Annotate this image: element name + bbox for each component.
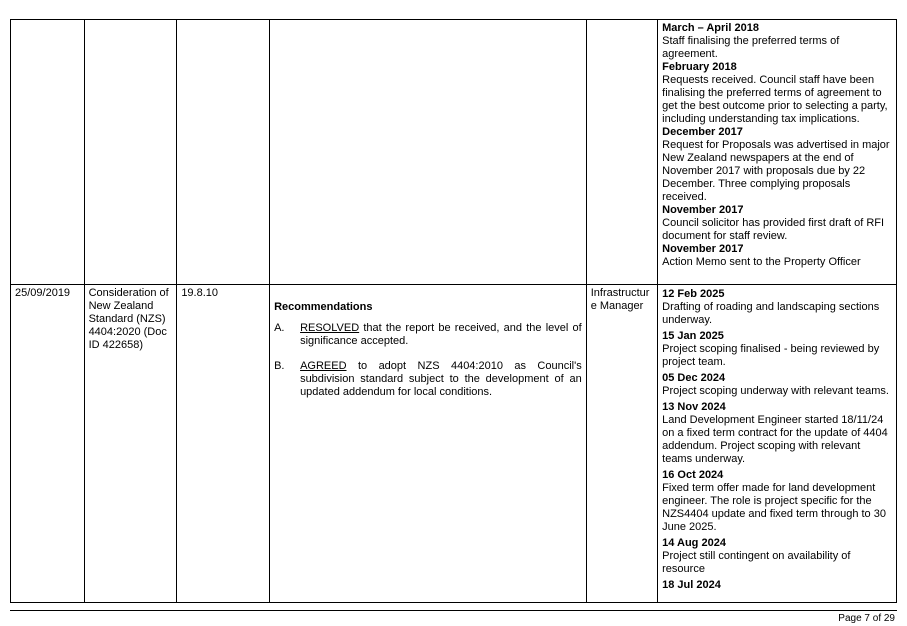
update-date: 15 Jan 2025	[662, 330, 724, 342]
rec-letter: A.	[274, 322, 285, 334]
officer-cell	[585, 19, 659, 285]
update-date: 16 Oct 2024	[662, 469, 724, 481]
update-date: December 2017	[662, 126, 743, 138]
rec-keyword: AGREED	[300, 360, 347, 372]
update-text: Requests received. Council staff have be…	[662, 74, 888, 125]
rec-letter: B.	[274, 360, 285, 372]
table-row: 25/09/2019 Consideration of New Zealand …	[10, 284, 897, 603]
progress-cell: March – April 2018 Staff finalising the …	[657, 19, 897, 285]
officer-cell: Infrastructure Manager	[585, 284, 659, 603]
update-date: 12 Feb 2025	[662, 288, 725, 300]
resolution-cell	[269, 19, 587, 285]
update-date: 18 Jul 2024	[662, 579, 721, 591]
update-text: Project scoping finalised - being review…	[662, 343, 880, 368]
page-number: Page 7 of 29	[838, 613, 895, 624]
footer-divider	[10, 610, 897, 611]
subject-cell	[83, 19, 178, 285]
update-date: February 2018	[662, 61, 737, 73]
update-date: 13 Nov 2024	[662, 401, 726, 413]
table-row: March – April 2018 Staff finalising the …	[10, 19, 897, 285]
update-text: Request for Proposals was advertised in …	[662, 139, 890, 203]
resolution-table: March – April 2018 Staff finalising the …	[10, 19, 897, 603]
item-cell: 19.8.10	[176, 284, 271, 603]
item-cell	[176, 19, 271, 285]
update-date: 14 Aug 2024	[662, 537, 726, 549]
update-text: Council solicitor has provided first dra…	[662, 217, 885, 242]
update-date: 05 Dec 2024	[662, 372, 726, 384]
update-date: November 2017	[662, 243, 744, 255]
rec-text: to adopt NZS 4404:2010 as Council's subd…	[300, 360, 582, 398]
date-cell: 25/09/2019	[10, 284, 85, 603]
update-text: Action Memo sent to the Property Officer	[662, 256, 861, 268]
resolution-cell: Recommendations A. RESOLVED that the rep…	[269, 284, 587, 603]
subject-cell: Consideration of New Zealand Standard (N…	[83, 284, 178, 603]
update-text: Fixed term offer made for land developme…	[662, 482, 886, 533]
rec-text: that the report be received, and the lev…	[300, 322, 582, 347]
update-text: Project still contingent on availability…	[662, 550, 851, 575]
update-date: November 2017	[662, 204, 744, 216]
progress-cell: 12 Feb 2025 Drafting of roading and land…	[657, 284, 897, 603]
recommendations-title: Recommendations	[274, 301, 373, 313]
date-cell	[10, 19, 85, 285]
update-text: Project scoping underway with relevant t…	[662, 385, 889, 397]
rec-keyword: RESOLVED	[300, 322, 360, 334]
update-text: Staff finalising the preferred terms of …	[662, 35, 840, 60]
update-date: March – April 2018	[662, 22, 759, 34]
update-text: Drafting of roading and landscaping sect…	[662, 301, 880, 326]
recommendation-item: B. AGREED to adopt NZS 4404:2010 as Coun…	[274, 360, 582, 399]
update-text: Land Development Engineer started 18/11/…	[662, 414, 888, 465]
recommendation-item: A. RESOLVED that the report be received,…	[274, 322, 582, 348]
